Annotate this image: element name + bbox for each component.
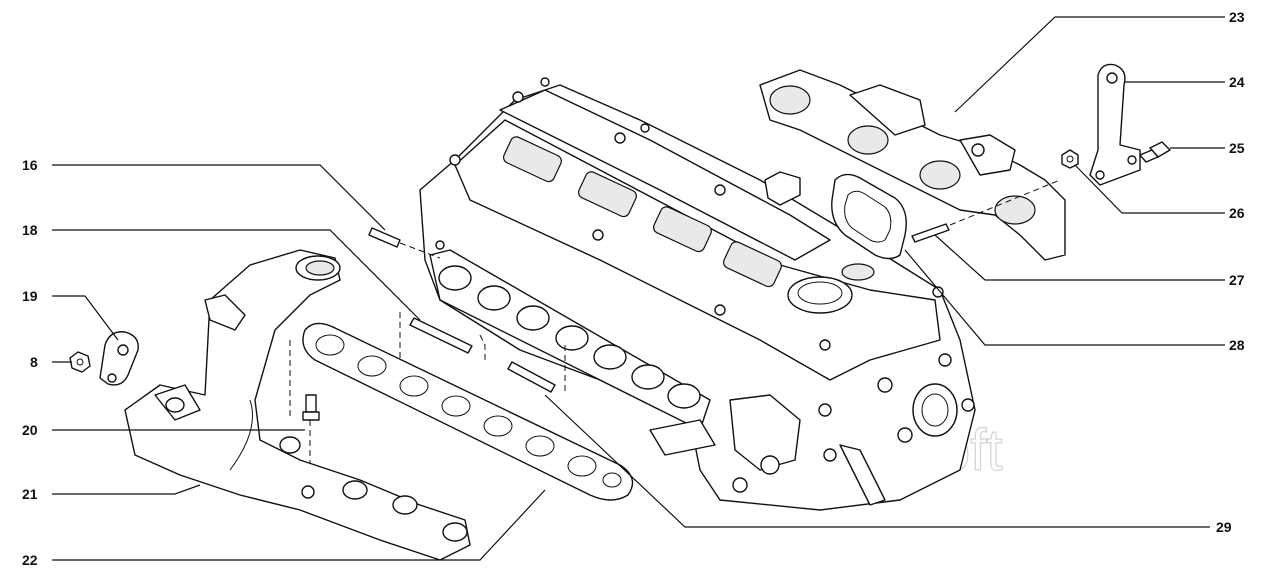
callout-18: 18 (22, 222, 38, 238)
stud (368, 227, 441, 259)
callout-27: 27 (1229, 272, 1245, 288)
heat-shield-bracket (99, 331, 139, 386)
intake-gasket (831, 173, 907, 260)
callout-25: 25 (1229, 140, 1245, 156)
callout-28: 28 (1229, 337, 1245, 353)
callout-16: 16 (22, 157, 38, 173)
bracket (1089, 63, 1141, 186)
cylinder-head (419, 77, 976, 511)
alignment-guides (289, 312, 566, 470)
exhaust-gasket (302, 322, 634, 501)
callout-20: 20 (22, 422, 38, 438)
callout-22: 22 (22, 552, 38, 568)
nut (69, 351, 91, 373)
callout-24: 24 (1229, 74, 1245, 90)
callout-8: 8 (30, 354, 38, 370)
leader-lines (52, 16, 1225, 561)
nut (1061, 149, 1079, 169)
intake-manifold (759, 69, 1066, 261)
stud (911, 179, 1061, 243)
stud (409, 317, 473, 354)
callout-23: 23 (1229, 9, 1245, 25)
callout-29: 29 (1216, 519, 1232, 535)
exhaust-manifold (124, 249, 471, 561)
oxygen-sensor (302, 394, 320, 421)
callout-21: 21 (22, 486, 38, 502)
callout-labels: 16 18 19 8 20 21 22 23 24 25 26 27 28 29 (22, 9, 1245, 568)
bolt (1139, 141, 1171, 163)
stud (507, 361, 556, 393)
callout-19: 19 (22, 288, 38, 304)
callout-26: 26 (1229, 205, 1245, 221)
